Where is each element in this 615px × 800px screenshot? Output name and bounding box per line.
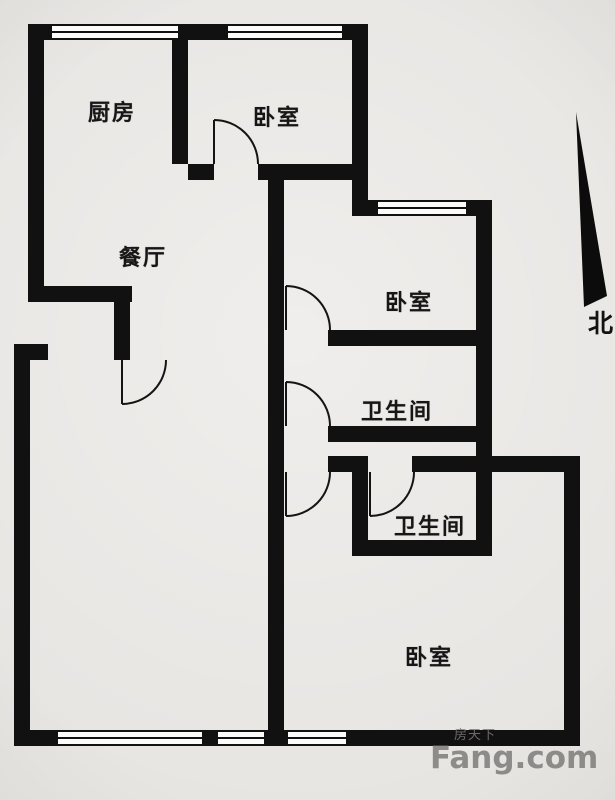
- wall: [28, 24, 44, 302]
- wall: [352, 24, 368, 216]
- window-symbol: [50, 24, 180, 40]
- window-symbol: [286, 730, 348, 746]
- room-label-bath-main: 卫生间: [360, 400, 434, 425]
- door-arc: [285, 285, 331, 331]
- wall: [352, 456, 368, 556]
- north-arrow-icon: [576, 112, 607, 307]
- wall: [258, 164, 368, 180]
- wall: [352, 540, 492, 556]
- watermark-brand: Fang.com: [430, 740, 599, 776]
- door-arc: [285, 471, 331, 517]
- wall: [188, 164, 214, 180]
- watermark-cn: 房天下: [454, 728, 497, 743]
- window-symbol: [216, 730, 266, 746]
- room-label-kitchen: 厨房: [87, 101, 137, 126]
- wall: [14, 344, 48, 360]
- door-arc: [121, 359, 167, 405]
- window-symbol: [226, 24, 344, 40]
- north-label: 北: [588, 309, 614, 338]
- room-label-bedroom-top: 卧室: [252, 106, 302, 131]
- wall: [564, 456, 580, 746]
- wall: [268, 180, 284, 746]
- door-arc: [213, 119, 259, 165]
- wall: [328, 426, 492, 442]
- room-label-bedroom-master: 卧室: [404, 646, 454, 671]
- window-symbol: [56, 730, 204, 746]
- window-symbol: [376, 200, 468, 216]
- wall: [114, 302, 130, 360]
- wall: [476, 200, 492, 556]
- door-arc: [285, 381, 331, 427]
- wall: [328, 330, 492, 346]
- room-label-bath-ensuite: 卫生间: [393, 515, 467, 540]
- wall: [14, 344, 30, 746]
- wall: [172, 24, 188, 164]
- room-label-bedroom-right: 卧室: [384, 291, 434, 316]
- wall: [28, 286, 132, 302]
- watermark: 房天下 Fang.com: [430, 729, 615, 774]
- room-label-dining: 餐厅: [118, 246, 168, 271]
- wall: [412, 456, 580, 472]
